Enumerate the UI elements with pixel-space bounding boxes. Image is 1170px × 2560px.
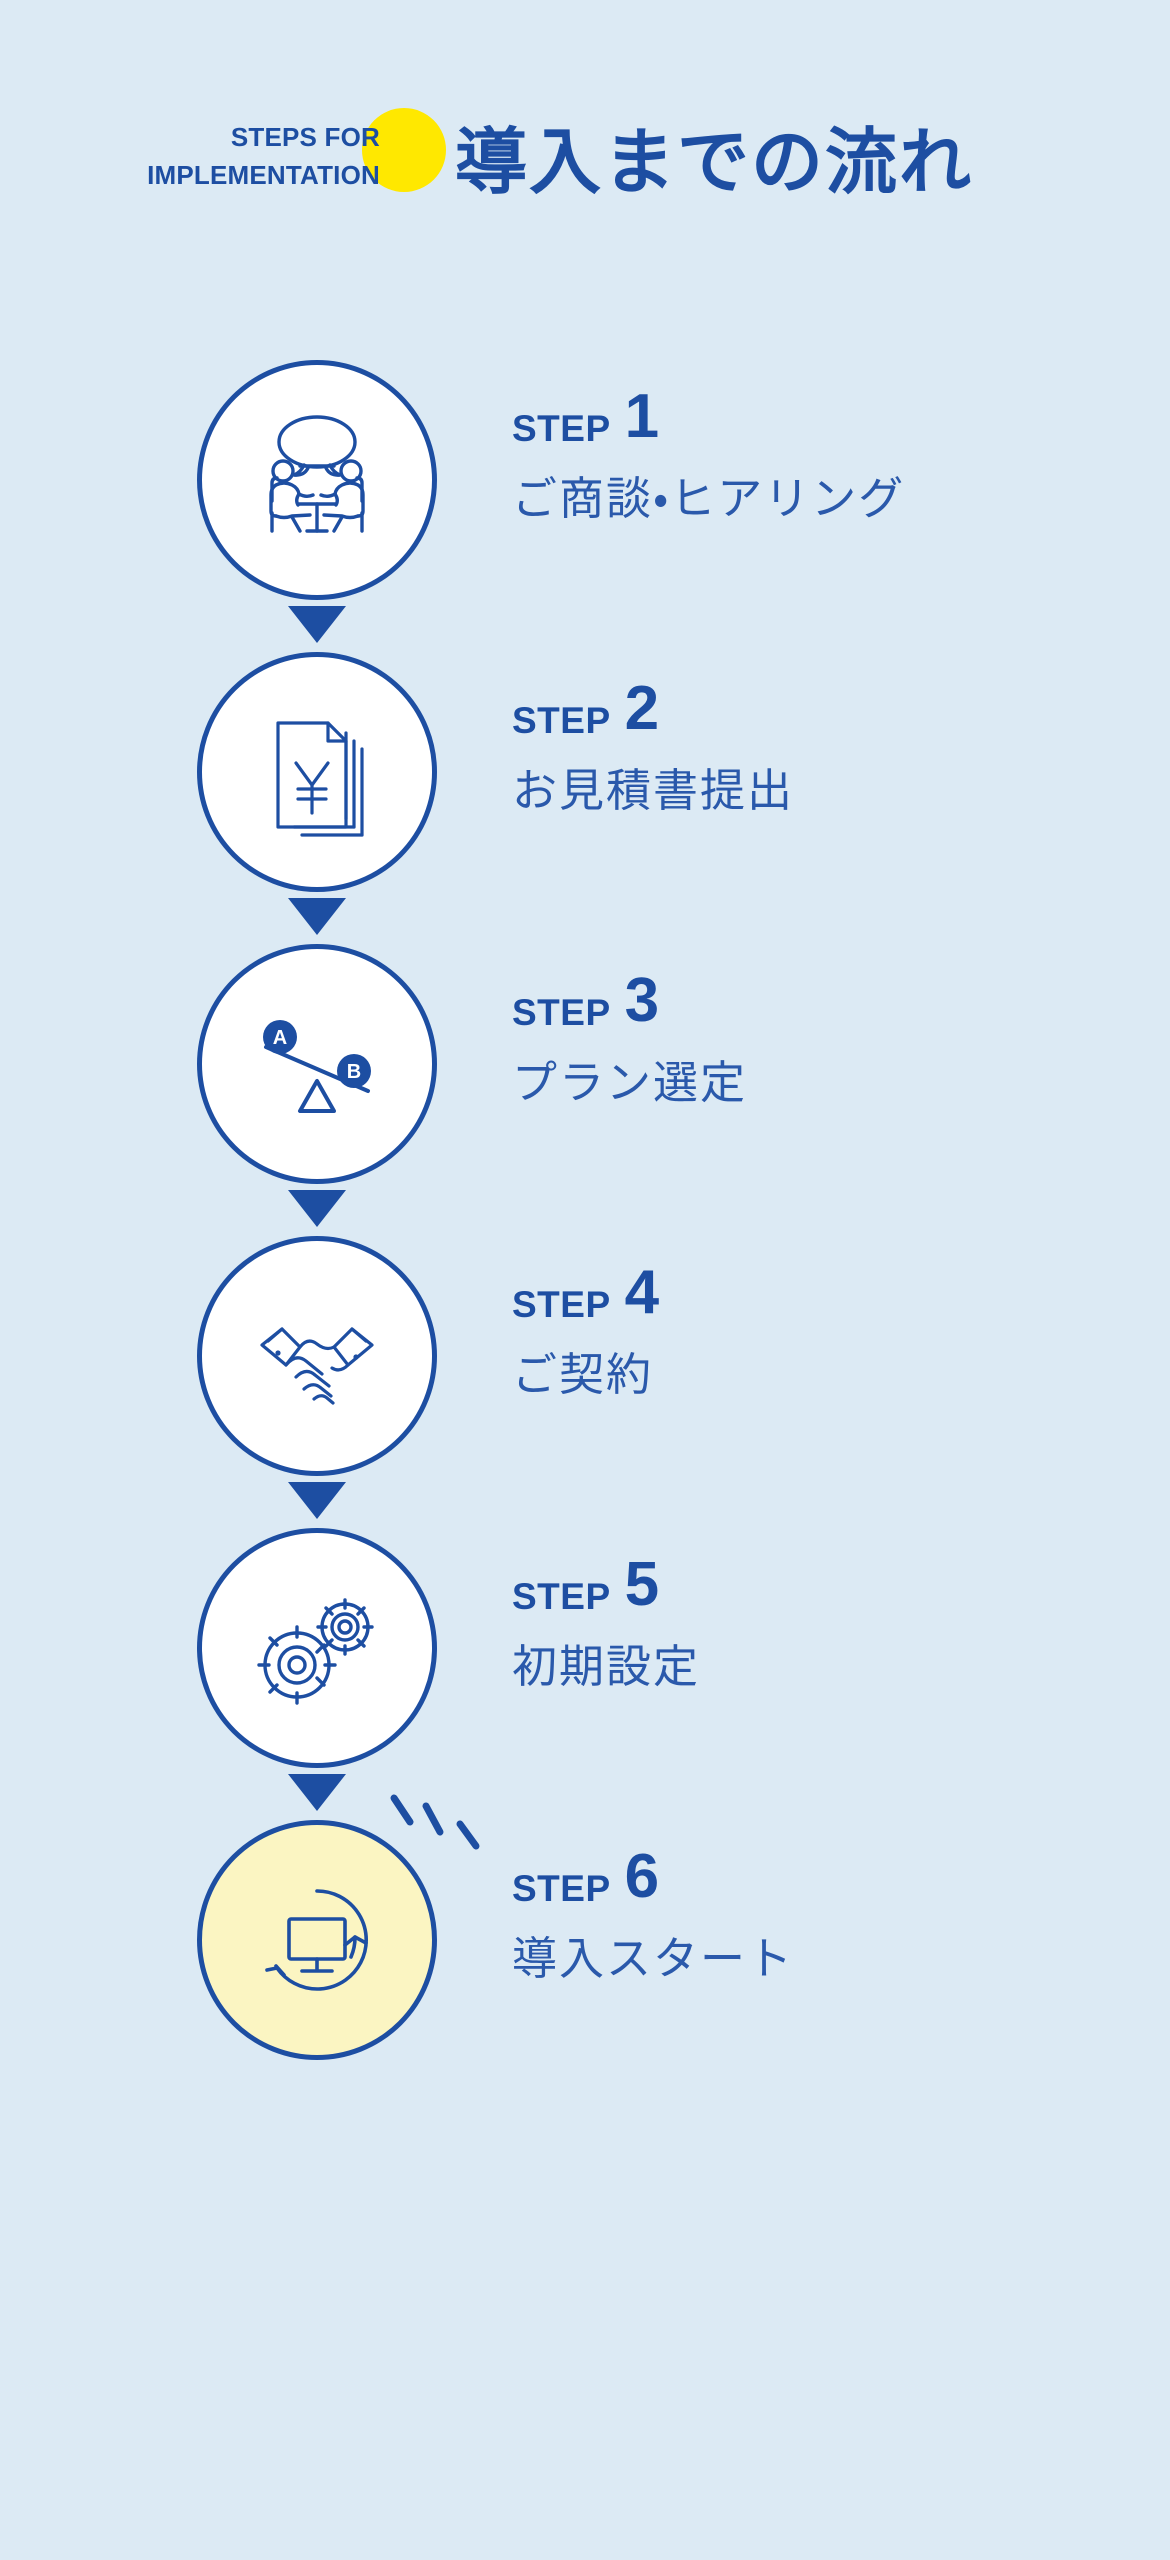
step-connector-arrow — [288, 1482, 346, 1519]
gears-settings-icon — [257, 1598, 374, 1705]
step-word: STEP — [512, 1868, 611, 1909]
step-connector-arrow — [288, 1190, 346, 1227]
plan-b-badge — [337, 1054, 371, 1088]
step-icon-circle — [197, 1820, 437, 2060]
quotation-document-yen-icon — [276, 721, 364, 837]
step-label: ご契約 — [512, 1349, 654, 1400]
step-number: 2 — [624, 674, 660, 743]
eyebrow-line-2: IMPLEMENTATION — [147, 160, 380, 190]
step-icon-circle — [197, 1236, 437, 1476]
step-icon-circle — [197, 652, 437, 892]
step-icon-circle: A B — [197, 944, 437, 1184]
step-word: STEP — [512, 1284, 611, 1325]
eyebrow-group: STEPS FOR IMPLEMENTATION — [60, 100, 446, 230]
step-label: お見積書提出 — [512, 765, 795, 816]
step-connector-arrow — [288, 1774, 346, 1811]
eyebrow-line-1: STEPS FOR — [230, 122, 380, 152]
step-label: プラン選定 — [512, 1057, 748, 1108]
eyebrow-text: STEPS FOR IMPLEMENTATION — [60, 118, 380, 194]
svg-text:A: A — [273, 1027, 287, 1049]
step-word: STEP — [512, 700, 611, 741]
step-word: STEP — [512, 408, 611, 449]
step-number: 5 — [624, 1550, 660, 1619]
step-label: ご商談・ヒアリング — [512, 473, 906, 524]
monitor-refresh-start-icon — [265, 1889, 368, 1991]
step-label: 初期設定 — [512, 1641, 701, 1692]
step-number: 6 — [624, 1842, 660, 1911]
step-number: 3 — [624, 966, 660, 1035]
step-icon-circle — [197, 1528, 437, 1768]
step-icon-circle — [197, 360, 437, 600]
step-word: STEP — [512, 992, 611, 1033]
step-number: 4 — [624, 1258, 660, 1327]
balance-scale-ab-icon: A B — [263, 1020, 371, 1113]
svg-text:B: B — [347, 1061, 361, 1083]
step-label: 導入スタート — [512, 1933, 795, 1984]
step-number: 1 — [624, 382, 660, 451]
page-title: 導入までの流れ — [455, 123, 974, 203]
meeting-discussion-icon — [269, 415, 365, 533]
step-connector-arrow — [288, 606, 346, 643]
yellow-circle-badge — [362, 108, 446, 192]
page-header: STEPS FOR IMPLEMENTATION 導入までの流れ — [0, 100, 1170, 230]
handshake-icon — [260, 1327, 374, 1405]
step-connector-arrow — [288, 898, 346, 935]
plan-a-badge — [263, 1020, 297, 1054]
step-word: STEP — [512, 1576, 611, 1617]
